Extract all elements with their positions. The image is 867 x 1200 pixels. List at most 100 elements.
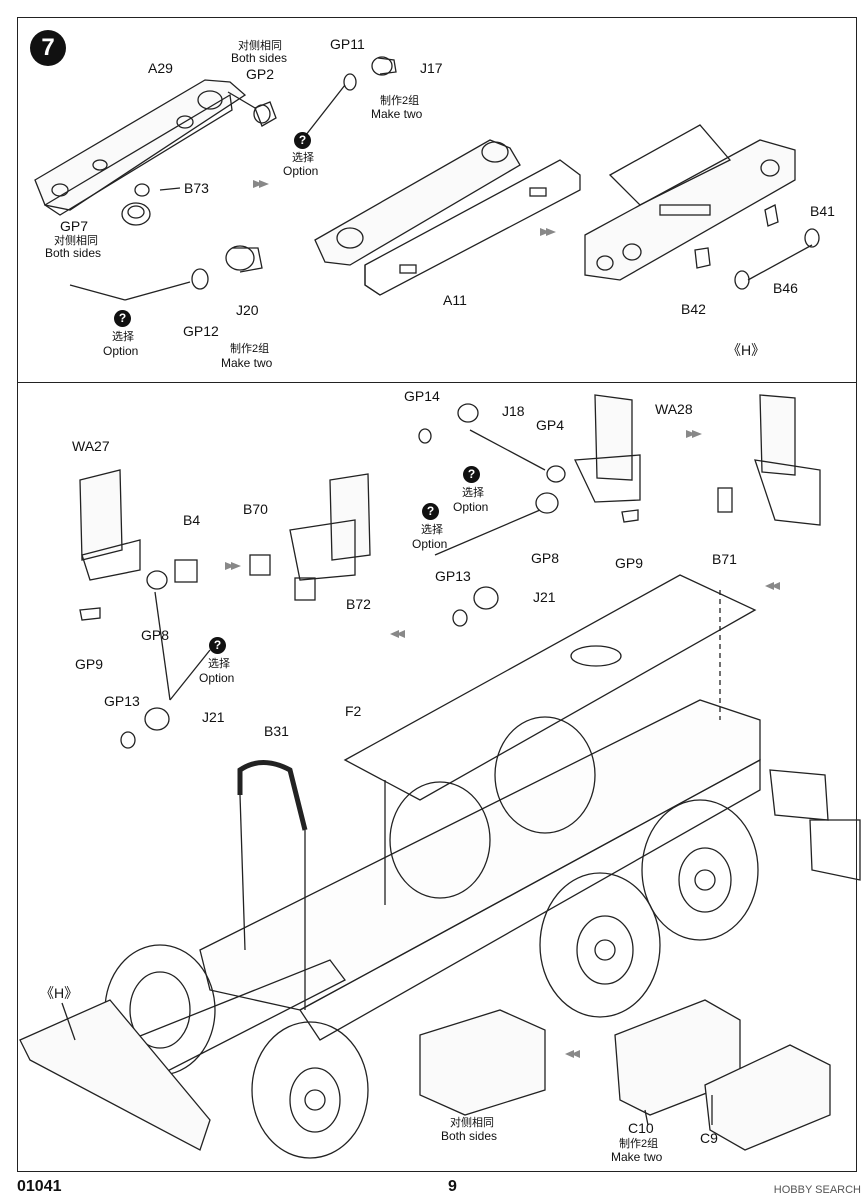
label-option-cn: 选择 [462, 487, 484, 499]
gp14-lens-part [418, 428, 432, 444]
b31-handle-part [237, 760, 308, 831]
question-mark-icon: ? [114, 310, 131, 327]
label-gp7: GP7 [60, 218, 89, 234]
label-both-sides-en: Both sides [441, 1129, 498, 1143]
label-gp13: GP13 [104, 693, 140, 709]
direction-arrow-icon [565, 1050, 580, 1058]
question-mark-icon: ? [294, 132, 311, 149]
wheel-mid-left [389, 781, 491, 899]
label-b41: B41 [810, 203, 835, 219]
label-option-en: Option [103, 344, 139, 358]
label-gp11: GP11 [330, 36, 365, 52]
direction-arrow-icon [225, 562, 241, 570]
gp9-light-part-right [621, 509, 639, 523]
f2-deck-plate [343, 574, 757, 801]
label-b31: B31 [264, 723, 289, 739]
gp9-light-part-left [79, 607, 101, 621]
b73-bracket-part [134, 183, 150, 197]
gp8-light-part-left [146, 570, 168, 590]
j21-light-part-right [473, 586, 499, 610]
label-b73: B73 [184, 180, 209, 196]
a29-bumper-part [34, 79, 247, 216]
front-bumper-assembly [19, 999, 211, 1151]
label-h-reference: 《H》 [727, 342, 766, 358]
label-make-two-en: Make two [611, 1150, 663, 1164]
label-option-cn: 选择 [208, 658, 230, 670]
c9-cover-part [704, 1044, 831, 1151]
j17-light-part [371, 56, 397, 76]
b46-hook-part-1 [804, 228, 820, 248]
label-option-en: Option [199, 671, 235, 685]
assembled-bumper [584, 124, 796, 281]
label-b42: B42 [681, 301, 706, 317]
label-gp14: GP14 [404, 388, 440, 404]
rear-bracket [769, 769, 829, 821]
label-gp2: GP2 [246, 66, 275, 82]
j18-light-part [457, 403, 479, 423]
gp8-light-part-right [535, 492, 559, 514]
a11-frame-part [314, 139, 581, 296]
label-j20: J20 [236, 302, 259, 318]
product-code: 01041 [17, 1178, 62, 1195]
label-wa27: WA27 [72, 438, 110, 454]
label-option-cn: 选择 [112, 331, 134, 343]
direction-arrow-icon [253, 180, 269, 188]
direction-arrow-icon [390, 630, 405, 638]
label-b72: B72 [346, 596, 371, 612]
label-both-sides-en: Both sides [231, 51, 288, 65]
label-h-reference: 《H》 [40, 985, 79, 1001]
label-gp9: GP9 [75, 656, 104, 672]
direction-arrows [225, 180, 780, 1058]
wheel-rear-right [641, 799, 759, 941]
wa27-plate-part [79, 469, 141, 581]
label-both-sides-en: Both sides [45, 246, 102, 260]
b70-plate-assembly [249, 473, 371, 601]
label-make-two-en: Make two [221, 356, 273, 370]
label-gp8: GP8 [531, 550, 560, 566]
label-wa28: WA28 [655, 401, 693, 417]
storage-box [419, 1009, 546, 1116]
b41-clip-part [764, 204, 779, 227]
question-mark-icon: ? [463, 466, 480, 483]
wa28-plate-part [574, 394, 641, 503]
label-a29: A29 [148, 60, 173, 76]
b71-assembly [717, 394, 821, 526]
label-b70: B70 [243, 501, 268, 517]
step-number-badge: 7 [30, 30, 66, 66]
direction-arrow-icon [765, 582, 780, 590]
label-option-en: Option [412, 537, 448, 551]
label-make-two-cn: 制作2组 [230, 343, 270, 355]
label-f2: F2 [345, 703, 362, 719]
label-b46: B46 [773, 280, 798, 296]
gp13-lens-part-right [452, 609, 468, 627]
direction-arrow-icon [686, 430, 702, 438]
label-gp13: GP13 [435, 568, 471, 584]
label-a11: A11 [443, 292, 467, 308]
label-option-en: Option [283, 164, 319, 178]
question-mark-icon: ? [422, 503, 439, 520]
label-option-en: Option [453, 500, 489, 514]
label-gp12: GP12 [183, 323, 219, 339]
label-both-sides-cn: 对侧相同 [54, 235, 98, 247]
label-c10: C10 [628, 1120, 654, 1136]
label-make-two-en: Make two [371, 107, 423, 121]
label-gp4: GP4 [536, 417, 565, 433]
label-both-sides-cn: 对侧相同 [238, 40, 282, 52]
truck-chassis [129, 699, 761, 1081]
label-j21: J21 [533, 589, 556, 605]
rear-mudflap [809, 819, 861, 881]
gp12-lens-part [191, 268, 209, 290]
label-j17: J17 [420, 60, 443, 76]
label-both-sides-cn: 对侧相同 [450, 1117, 494, 1129]
label-b4: B4 [183, 512, 201, 528]
b42-clip-part [694, 247, 711, 269]
page-number: 9 [448, 1178, 457, 1195]
label-gp9: GP9 [615, 555, 644, 571]
label-make-two-cn: 制作2组 [619, 1138, 659, 1150]
bottom-panel [17, 382, 857, 1172]
label-option-cn: 选择 [292, 152, 314, 164]
label-make-two-cn: 制作2组 [380, 95, 420, 107]
label-gp8: GP8 [141, 627, 170, 643]
j21-light-part-left [144, 707, 170, 731]
